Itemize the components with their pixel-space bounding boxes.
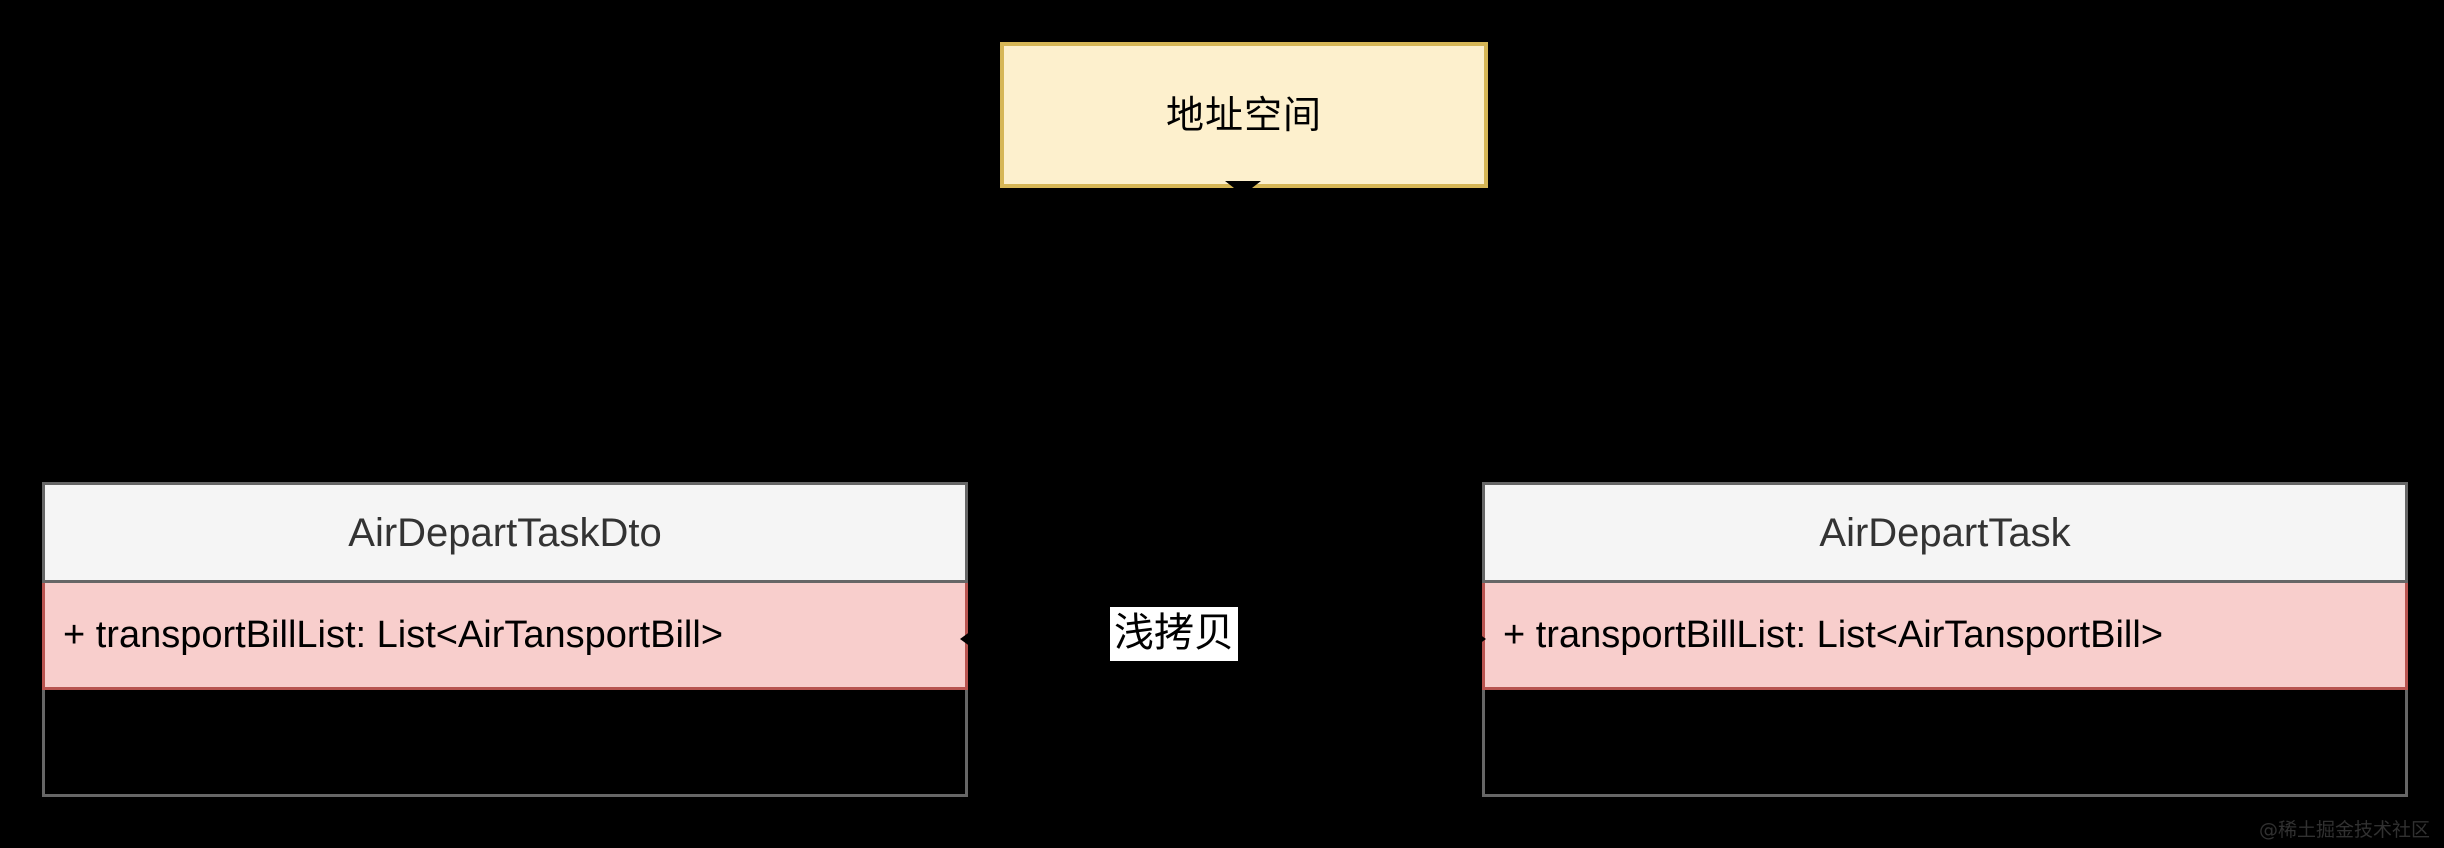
uml-method-compartment bbox=[1482, 690, 2408, 797]
uml-class-header: AirDepartTaskDto bbox=[42, 482, 968, 583]
association-label: 浅拷贝 bbox=[1110, 607, 1238, 661]
address-space-node-label: 地址空间 bbox=[1165, 93, 1322, 137]
uml-attribute-row: + transportBillList: List<AirTansportBil… bbox=[1482, 583, 2408, 690]
aggregation-diamond-icon bbox=[1225, 181, 1261, 195]
uml-class-airdeparttaskdto[interactable]: AirDepartTaskDto + transportBillList: Li… bbox=[42, 482, 968, 797]
address-space-node[interactable]: 地址空间 bbox=[1000, 42, 1488, 188]
watermark: @稀土掘金技术社区 bbox=[2258, 819, 2430, 841]
association-arrow-right-icon bbox=[1464, 623, 1486, 655]
uml-method-compartment bbox=[42, 690, 968, 797]
uml-attribute-text: + transportBillList: List<AirTansportBil… bbox=[1503, 614, 2164, 656]
uml-class-name: AirDepartTaskDto bbox=[348, 510, 662, 555]
association-arrow-left-icon bbox=[960, 623, 982, 655]
uml-attribute-text: + transportBillList: List<AirTansportBil… bbox=[63, 614, 724, 656]
uml-class-airdeparttask[interactable]: AirDepartTask + transportBillList: List<… bbox=[1482, 482, 2408, 797]
uml-class-header: AirDepartTask bbox=[1482, 482, 2408, 583]
uml-attribute-row: + transportBillList: List<AirTansportBil… bbox=[42, 583, 968, 690]
uml-class-name: AirDepartTask bbox=[1819, 510, 2071, 555]
